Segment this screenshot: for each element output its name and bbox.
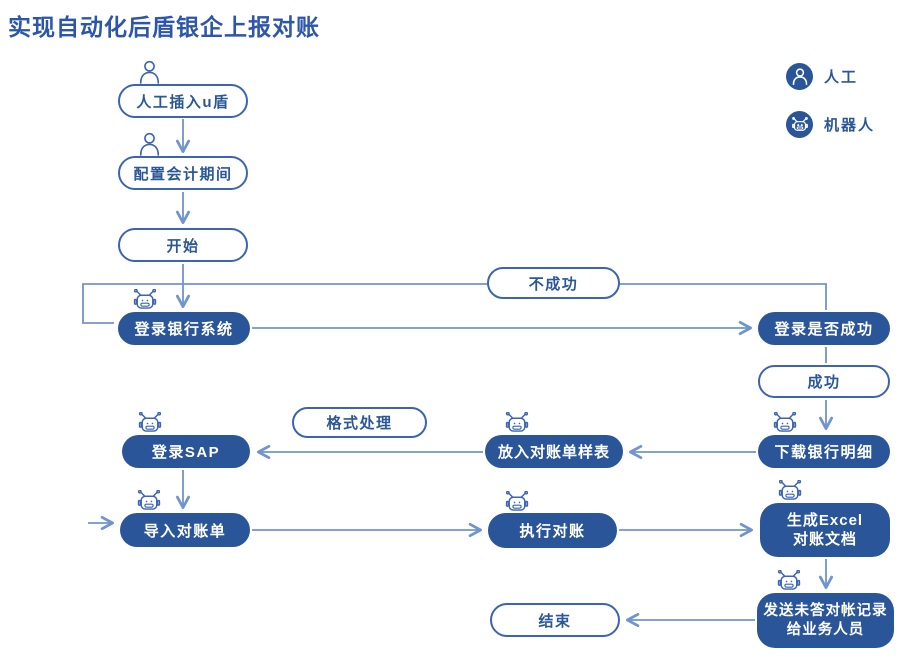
node-login-check: 登录是否成功 bbox=[758, 312, 890, 345]
label-fail: 不成功 bbox=[487, 267, 620, 299]
node-put-template: 放入对账单样表 bbox=[485, 435, 623, 468]
node-login-bank: 登录银行系统 bbox=[118, 312, 250, 345]
robot-icon bbox=[504, 490, 530, 518]
robot-icon bbox=[136, 489, 162, 517]
node-send-records-line1: 发送未答对帐记录 bbox=[763, 602, 888, 619]
robot-icon bbox=[504, 411, 530, 439]
page-title: 实现自动化后盾银企上报对账 bbox=[8, 14, 320, 40]
legend-item-robot: 机器人 bbox=[786, 111, 875, 138]
person-icon bbox=[786, 63, 813, 90]
node-download-detail: 下载银行明细 bbox=[758, 435, 890, 468]
node-start: 开始 bbox=[118, 228, 248, 262]
node-execute-recon: 执行对账 bbox=[488, 513, 617, 548]
robot-icon bbox=[776, 569, 802, 597]
edge-fail-loop-back bbox=[82, 283, 827, 324]
node-end: 结束 bbox=[490, 603, 620, 637]
robot-icon bbox=[132, 288, 158, 316]
label-success: 成功 bbox=[758, 365, 890, 398]
node-import-statement: 导入对账单 bbox=[120, 513, 250, 547]
legend-label-robot: 机器人 bbox=[824, 117, 876, 134]
node-gen-excel: 生成Excel 对账文档 bbox=[760, 503, 890, 557]
person-icon bbox=[139, 60, 160, 89]
label-format-process: 格式处理 bbox=[292, 407, 427, 438]
robot-icon bbox=[772, 411, 798, 439]
robot-icon bbox=[777, 479, 803, 507]
node-send-records: 发送未答对帐记录 给业务人员 bbox=[757, 593, 894, 648]
node-config-period: 配置会计期间 bbox=[118, 156, 248, 190]
node-send-records-line2: 给业务人员 bbox=[786, 621, 865, 638]
node-login-sap: 登录SAP bbox=[122, 435, 250, 468]
person-icon bbox=[139, 132, 160, 161]
legend-label-manual: 人工 bbox=[824, 69, 859, 86]
legend-item-manual: 人工 bbox=[786, 63, 858, 90]
robot-icon bbox=[786, 111, 813, 138]
node-insert-ukey: 人工插入u盾 bbox=[118, 84, 248, 118]
node-gen-excel-line1: 生成Excel bbox=[786, 511, 864, 529]
node-gen-excel-line2: 对账文档 bbox=[792, 531, 857, 548]
robot-icon bbox=[137, 411, 163, 439]
